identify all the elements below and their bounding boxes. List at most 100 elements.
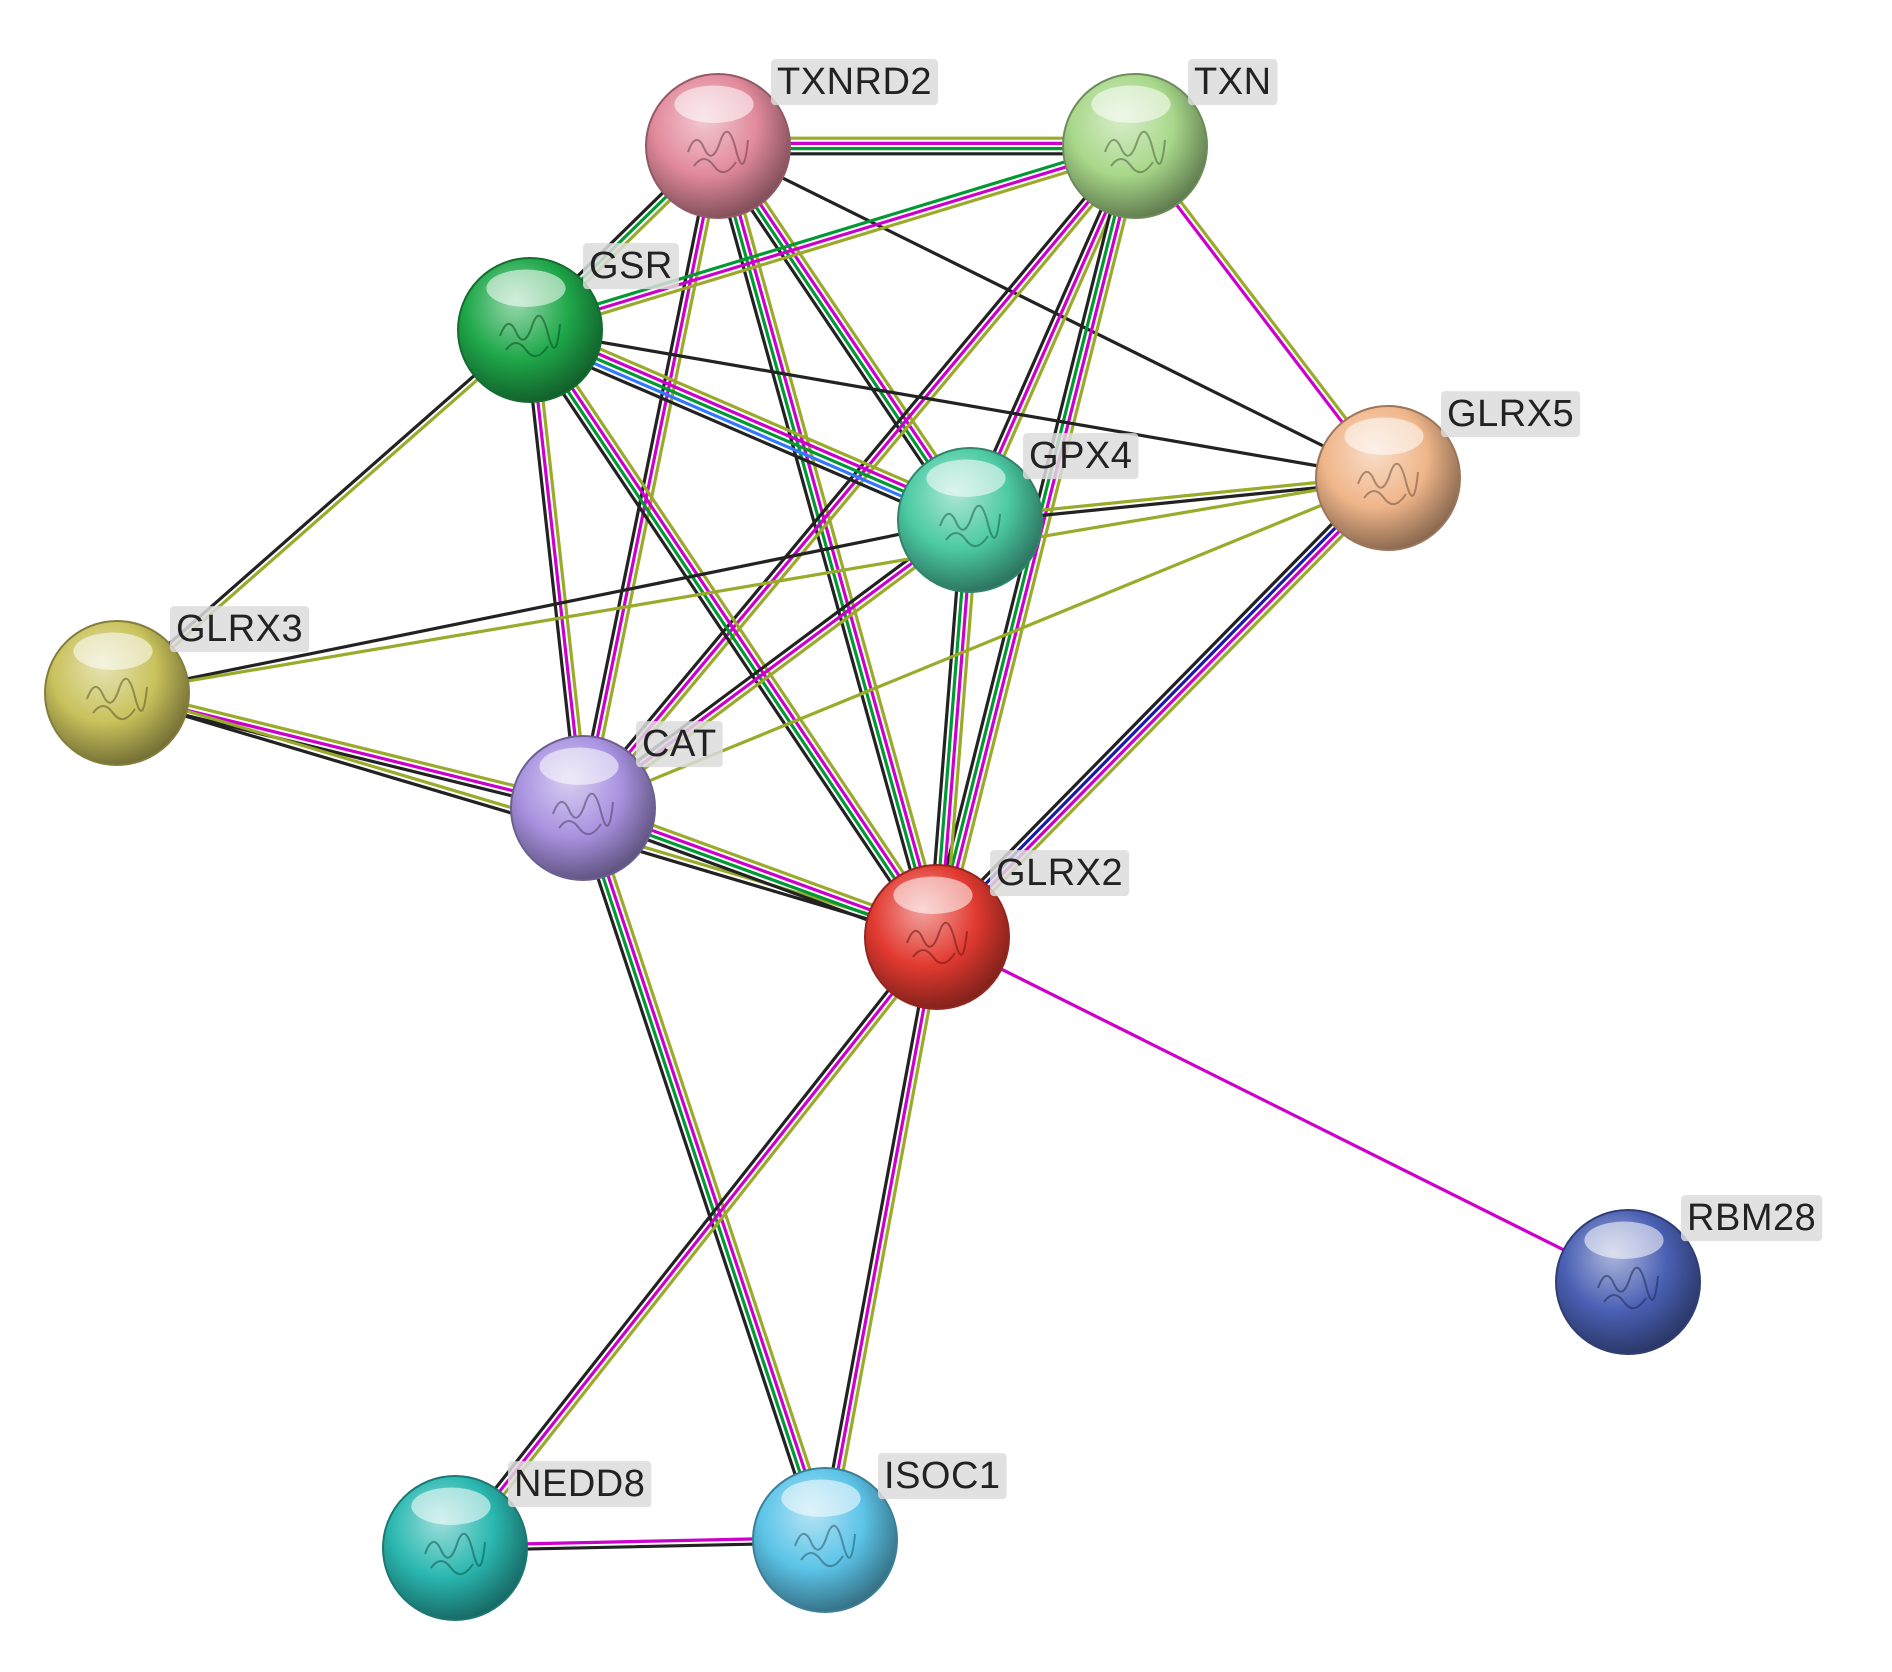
node-rbm28[interactable]: RBM28 (1555, 1195, 1823, 1355)
edge-glrx2-isoc1[interactable] (818, 934, 944, 1543)
node-glrx2[interactable]: GLRX2 (864, 850, 1130, 1010)
edge-line-database (713, 145, 937, 940)
protein-structure-icon (499, 314, 561, 357)
edge-line-coexpression (528, 328, 1390, 480)
edge-line-coexpression (818, 934, 934, 1541)
node-gloss (1091, 85, 1171, 123)
node-label-background (1681, 1195, 1823, 1242)
edge-line-textmining (457, 938, 943, 1553)
edge-line-coexpression (521, 332, 933, 943)
node-label-background (878, 1453, 1007, 1500)
edge-line-experiments (718, 142, 974, 521)
edge-line-textmining (532, 318, 976, 513)
edge-txnrd2-cat[interactable] (576, 143, 725, 811)
edge-glrx5-glrx3[interactable] (115, 476, 1390, 695)
edge-line-database (578, 807, 825, 1543)
protein-structure-icon (424, 1532, 486, 1575)
edge-line-experiments (935, 935, 1630, 1284)
node-label: GSR (589, 245, 673, 287)
node-label-background (583, 243, 679, 290)
edge-line-coexpression (524, 337, 968, 532)
node-label: GPX4 (1029, 435, 1132, 477)
edge-txnrd2-glrx5[interactable] (716, 144, 1390, 480)
node-nedd8[interactable]: NEDD8 (382, 1461, 652, 1621)
node-label-background (990, 850, 1130, 897)
protein-structure-icon (86, 677, 148, 720)
edge-glrx2-nedd8[interactable] (449, 932, 943, 1553)
edge-line-experiments (530, 323, 974, 517)
node-label-background (1023, 433, 1139, 480)
edge-gsr-gpx4[interactable] (524, 318, 976, 532)
edge-gsr-cat[interactable] (523, 327, 590, 811)
edges-layer (113, 136, 1630, 1553)
node-label: CAT (642, 723, 717, 765)
protein-structure-icon (794, 1524, 856, 1567)
edge-line-textmining (828, 936, 944, 1543)
edge-line-cooccurrence (526, 333, 970, 527)
edge-line-textmining (534, 324, 946, 935)
edge-line-textmining (115, 476, 1390, 695)
edge-line-database (526, 329, 937, 941)
node-gpx4[interactable]: GPX4 (897, 433, 1139, 593)
edge-txn-gsr[interactable] (526, 139, 1139, 337)
node-cat[interactable]: CAT (510, 721, 723, 881)
node-gloss (781, 1479, 861, 1517)
edge-glrx2-rbm28[interactable] (935, 935, 1630, 1284)
edge-line-experiments (583, 805, 830, 1541)
node-gloss (73, 632, 153, 670)
node-label-background (1441, 391, 1581, 438)
node-txnrd2[interactable]: TXNRD2 (645, 59, 939, 219)
node-glrx3[interactable]: GLRX3 (44, 606, 310, 766)
node-isoc1[interactable]: ISOC1 (752, 1453, 1007, 1613)
node-label-background (170, 606, 310, 653)
protein-structure-icon (552, 792, 614, 835)
edge-line-experiments (528, 144, 1137, 332)
edge-line-textmining (529, 149, 1139, 337)
edge-line-coexpression (716, 144, 1390, 480)
node-gloss (486, 269, 566, 307)
edge-gsr-glrx5[interactable] (528, 328, 1390, 480)
node-gsr[interactable]: GSR (457, 243, 679, 403)
edge-line-database (714, 145, 970, 524)
edge-line-coexpression (573, 808, 820, 1545)
node-label-background (1188, 59, 1278, 106)
edge-line-textmining (942, 146, 1145, 941)
node-label-background (771, 59, 939, 106)
edge-line-coexpression (523, 328, 580, 811)
node-gloss (893, 876, 973, 914)
edge-line-experiments (528, 328, 585, 810)
edge-line-database (528, 328, 972, 522)
edge-gpx4-glrx3[interactable] (115, 518, 972, 695)
node-label: TXN (1194, 61, 1272, 103)
edge-line-textmining (586, 145, 725, 811)
node-label-background (636, 721, 723, 768)
edge-gsr-glrx2[interactable] (521, 324, 946, 943)
edge-line-experiments (530, 326, 941, 938)
edge-cat-isoc1[interactable] (573, 803, 835, 1545)
edge-txnrd2-glrx2[interactable] (708, 142, 947, 941)
node-label: RBM28 (1687, 1197, 1816, 1239)
node-gloss (1584, 1221, 1664, 1259)
edge-line-coexpression (449, 932, 935, 1547)
protein-structure-icon (1357, 462, 1419, 505)
edge-line-textmining (588, 803, 835, 1540)
edge-txnrd2-gpx4[interactable] (709, 140, 979, 526)
node-glrx5[interactable]: GLRX5 (1315, 391, 1581, 551)
edge-line-textmining (722, 140, 979, 518)
edge-line-coexpression (115, 518, 972, 695)
node-gloss (411, 1487, 491, 1525)
node-label: ISOC1 (884, 1455, 1001, 1497)
node-txn[interactable]: TXN (1062, 59, 1278, 219)
edge-line-experiments (581, 144, 720, 810)
protein-structure-icon (906, 921, 968, 964)
protein-structure-icon (1104, 130, 1166, 173)
edge-line-coexpression (709, 148, 966, 526)
edge-line-coexpression (576, 143, 715, 809)
node-gloss (674, 85, 754, 123)
node-label: GLRX2 (996, 852, 1123, 894)
edge-line-database (526, 139, 1136, 327)
node-gloss (539, 747, 619, 785)
edge-line-textmining (533, 327, 590, 810)
